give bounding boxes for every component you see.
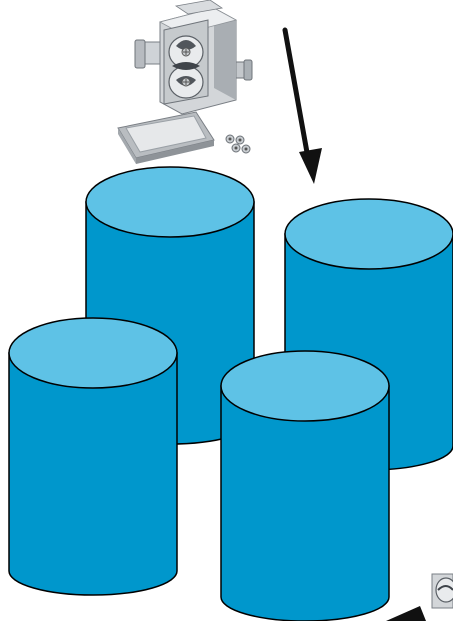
arrow-pump-to-tanks [282,27,322,184]
pump-housing [158,0,238,115]
pump-cover-plate [117,111,215,164]
pump-nuts [225,134,251,154]
lobe-pump-image [117,0,253,164]
pump-left-port [134,39,163,69]
arrow-partial-bottom [386,606,426,621]
tank-front-left [8,317,178,596]
tank-front-right [220,350,390,621]
partial-pump-image [431,573,453,609]
